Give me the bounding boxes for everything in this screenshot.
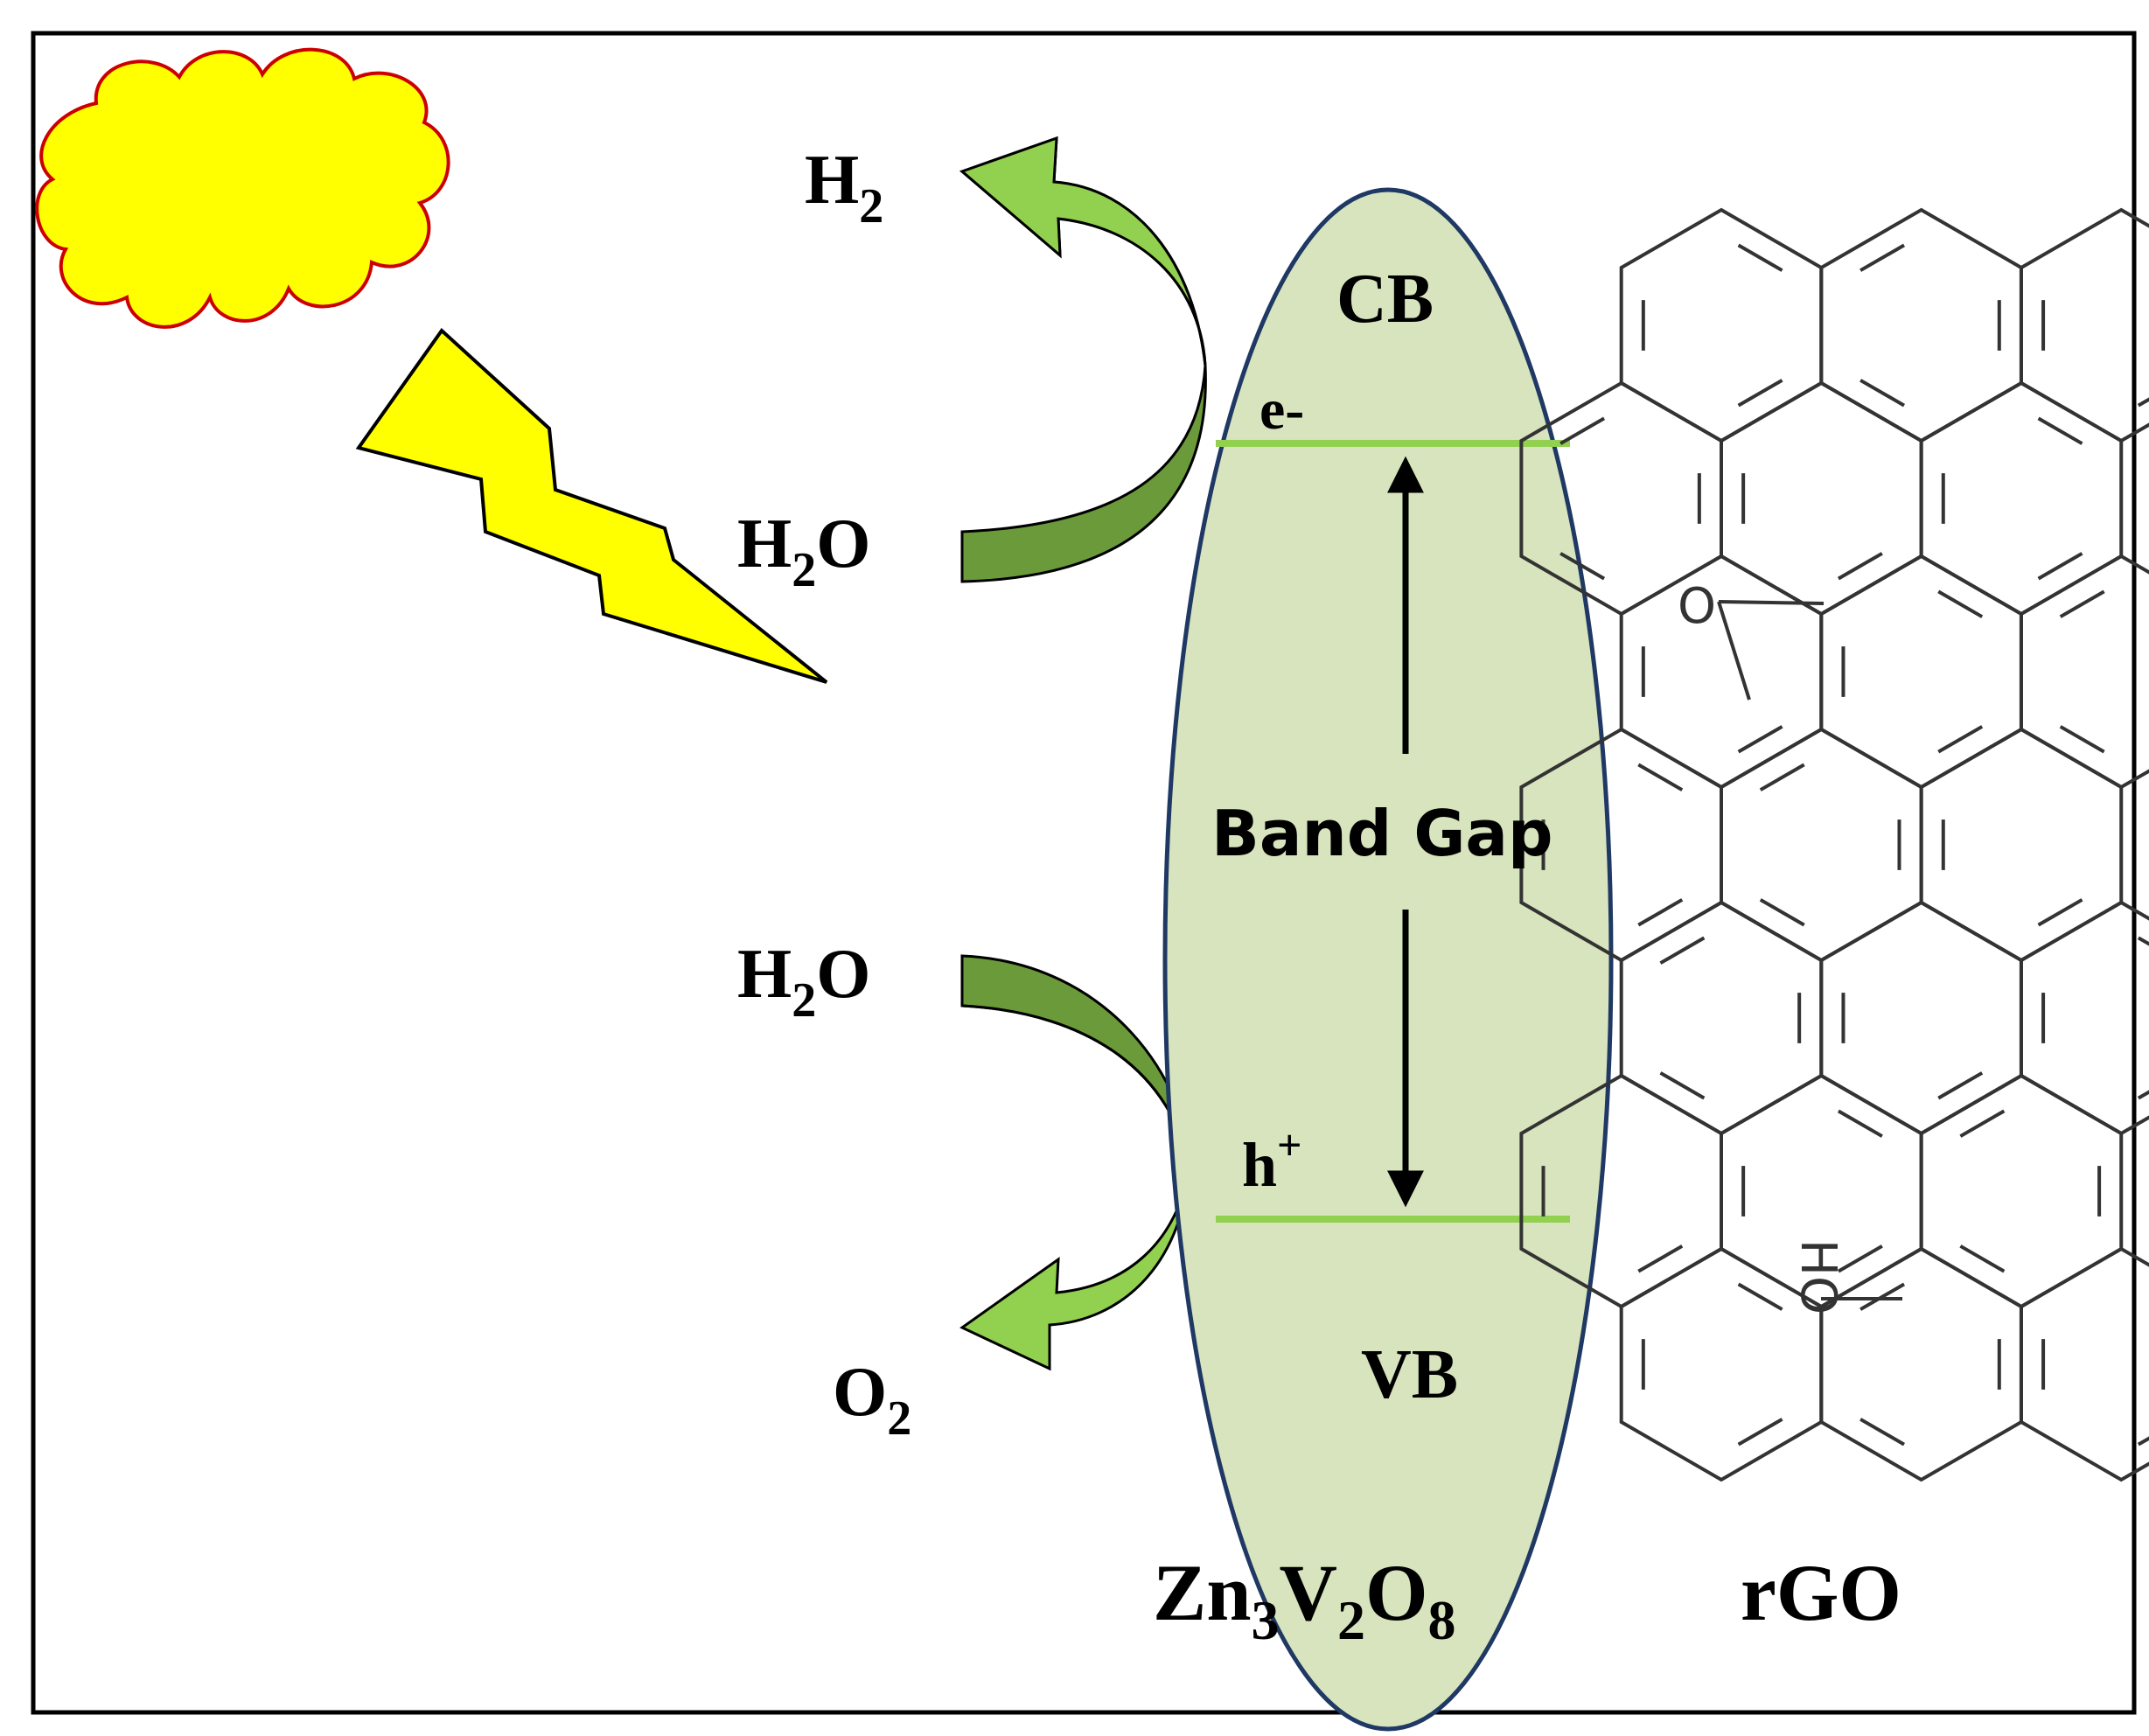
double-bond-line [1937, 725, 1984, 754]
double-bond-line [2137, 397, 2149, 408]
double-bond-line [2137, 936, 2149, 946]
double-bond-line [1737, 1418, 1783, 1447]
h2-product-label: H2 [805, 142, 883, 234]
double-bond-line [1837, 552, 1883, 581]
double-bond-line [1659, 1071, 1706, 1100]
valence-band-label: VB [1361, 1336, 1458, 1413]
rgo-label: rGO [1741, 1548, 1901, 1637]
double-bond-line [1937, 1071, 1984, 1100]
conduction-band-label: CB [1336, 261, 1434, 338]
double-bond-line [1859, 243, 1906, 272]
o2-product-label: O2 [833, 1354, 911, 1446]
double-bond-line [1859, 379, 1906, 408]
hexagon-ring [2019, 1246, 2149, 1482]
double-bond-line [1759, 763, 1805, 791]
double-bond-line [1959, 1109, 2006, 1138]
lightning-bolt-icon [355, 327, 828, 684]
hydroxyl-label: HO [1790, 1239, 1846, 1314]
rgo-structure: O HO [1519, 207, 2149, 1482]
double-bond-line [1559, 416, 1606, 445]
double-bond-line [2037, 898, 2083, 927]
double-bond-line [1659, 936, 1706, 965]
double-bond-line [1859, 1282, 1906, 1311]
reduction-arrow-icon [959, 136, 1207, 583]
semiconductor-label: Zn3V2O8 [1153, 1548, 1456, 1651]
double-bond-line [1737, 1282, 1783, 1311]
double-bond-line [1637, 1244, 1684, 1273]
double-bond-line [1737, 243, 1783, 272]
double-bond-line [1937, 589, 1984, 618]
epoxy-bond [1717, 601, 1751, 701]
electron-label: e- [1259, 378, 1304, 442]
double-bond-line [1837, 1244, 1883, 1273]
epoxy-bond [1718, 600, 1825, 605]
band-gap-label: Band Gap [1211, 797, 1553, 870]
double-bond-line [2137, 1090, 2149, 1100]
hole-label: h+ [1242, 1120, 1302, 1200]
double-bond-line [1559, 552, 1606, 581]
double-bond-line [1959, 1244, 2006, 1273]
double-bond-line [2059, 725, 2105, 754]
semiconductor-particle [1162, 187, 1614, 1732]
double-bond-line [1637, 763, 1684, 791]
double-bond-line [1759, 898, 1805, 927]
figure-frame [31, 31, 2137, 1715]
double-bond-line [2137, 1436, 2149, 1447]
double-bond-line [1637, 898, 1684, 927]
sun-icon [35, 47, 450, 329]
h2o-reactant-bottom-label: H2O [737, 936, 870, 1028]
double-bond-line [1837, 1109, 1883, 1138]
epoxy-oxygen-label: O [1678, 578, 1716, 635]
h2o-reactant-top-label: H2O [737, 505, 870, 597]
double-bond-line [1737, 725, 1783, 754]
double-bond-line [2059, 589, 2105, 618]
double-bond-line [1737, 379, 1783, 408]
double-bond-line [2037, 416, 2083, 445]
double-bond-line [1859, 1418, 1906, 1447]
double-bond-line [2037, 552, 2083, 581]
